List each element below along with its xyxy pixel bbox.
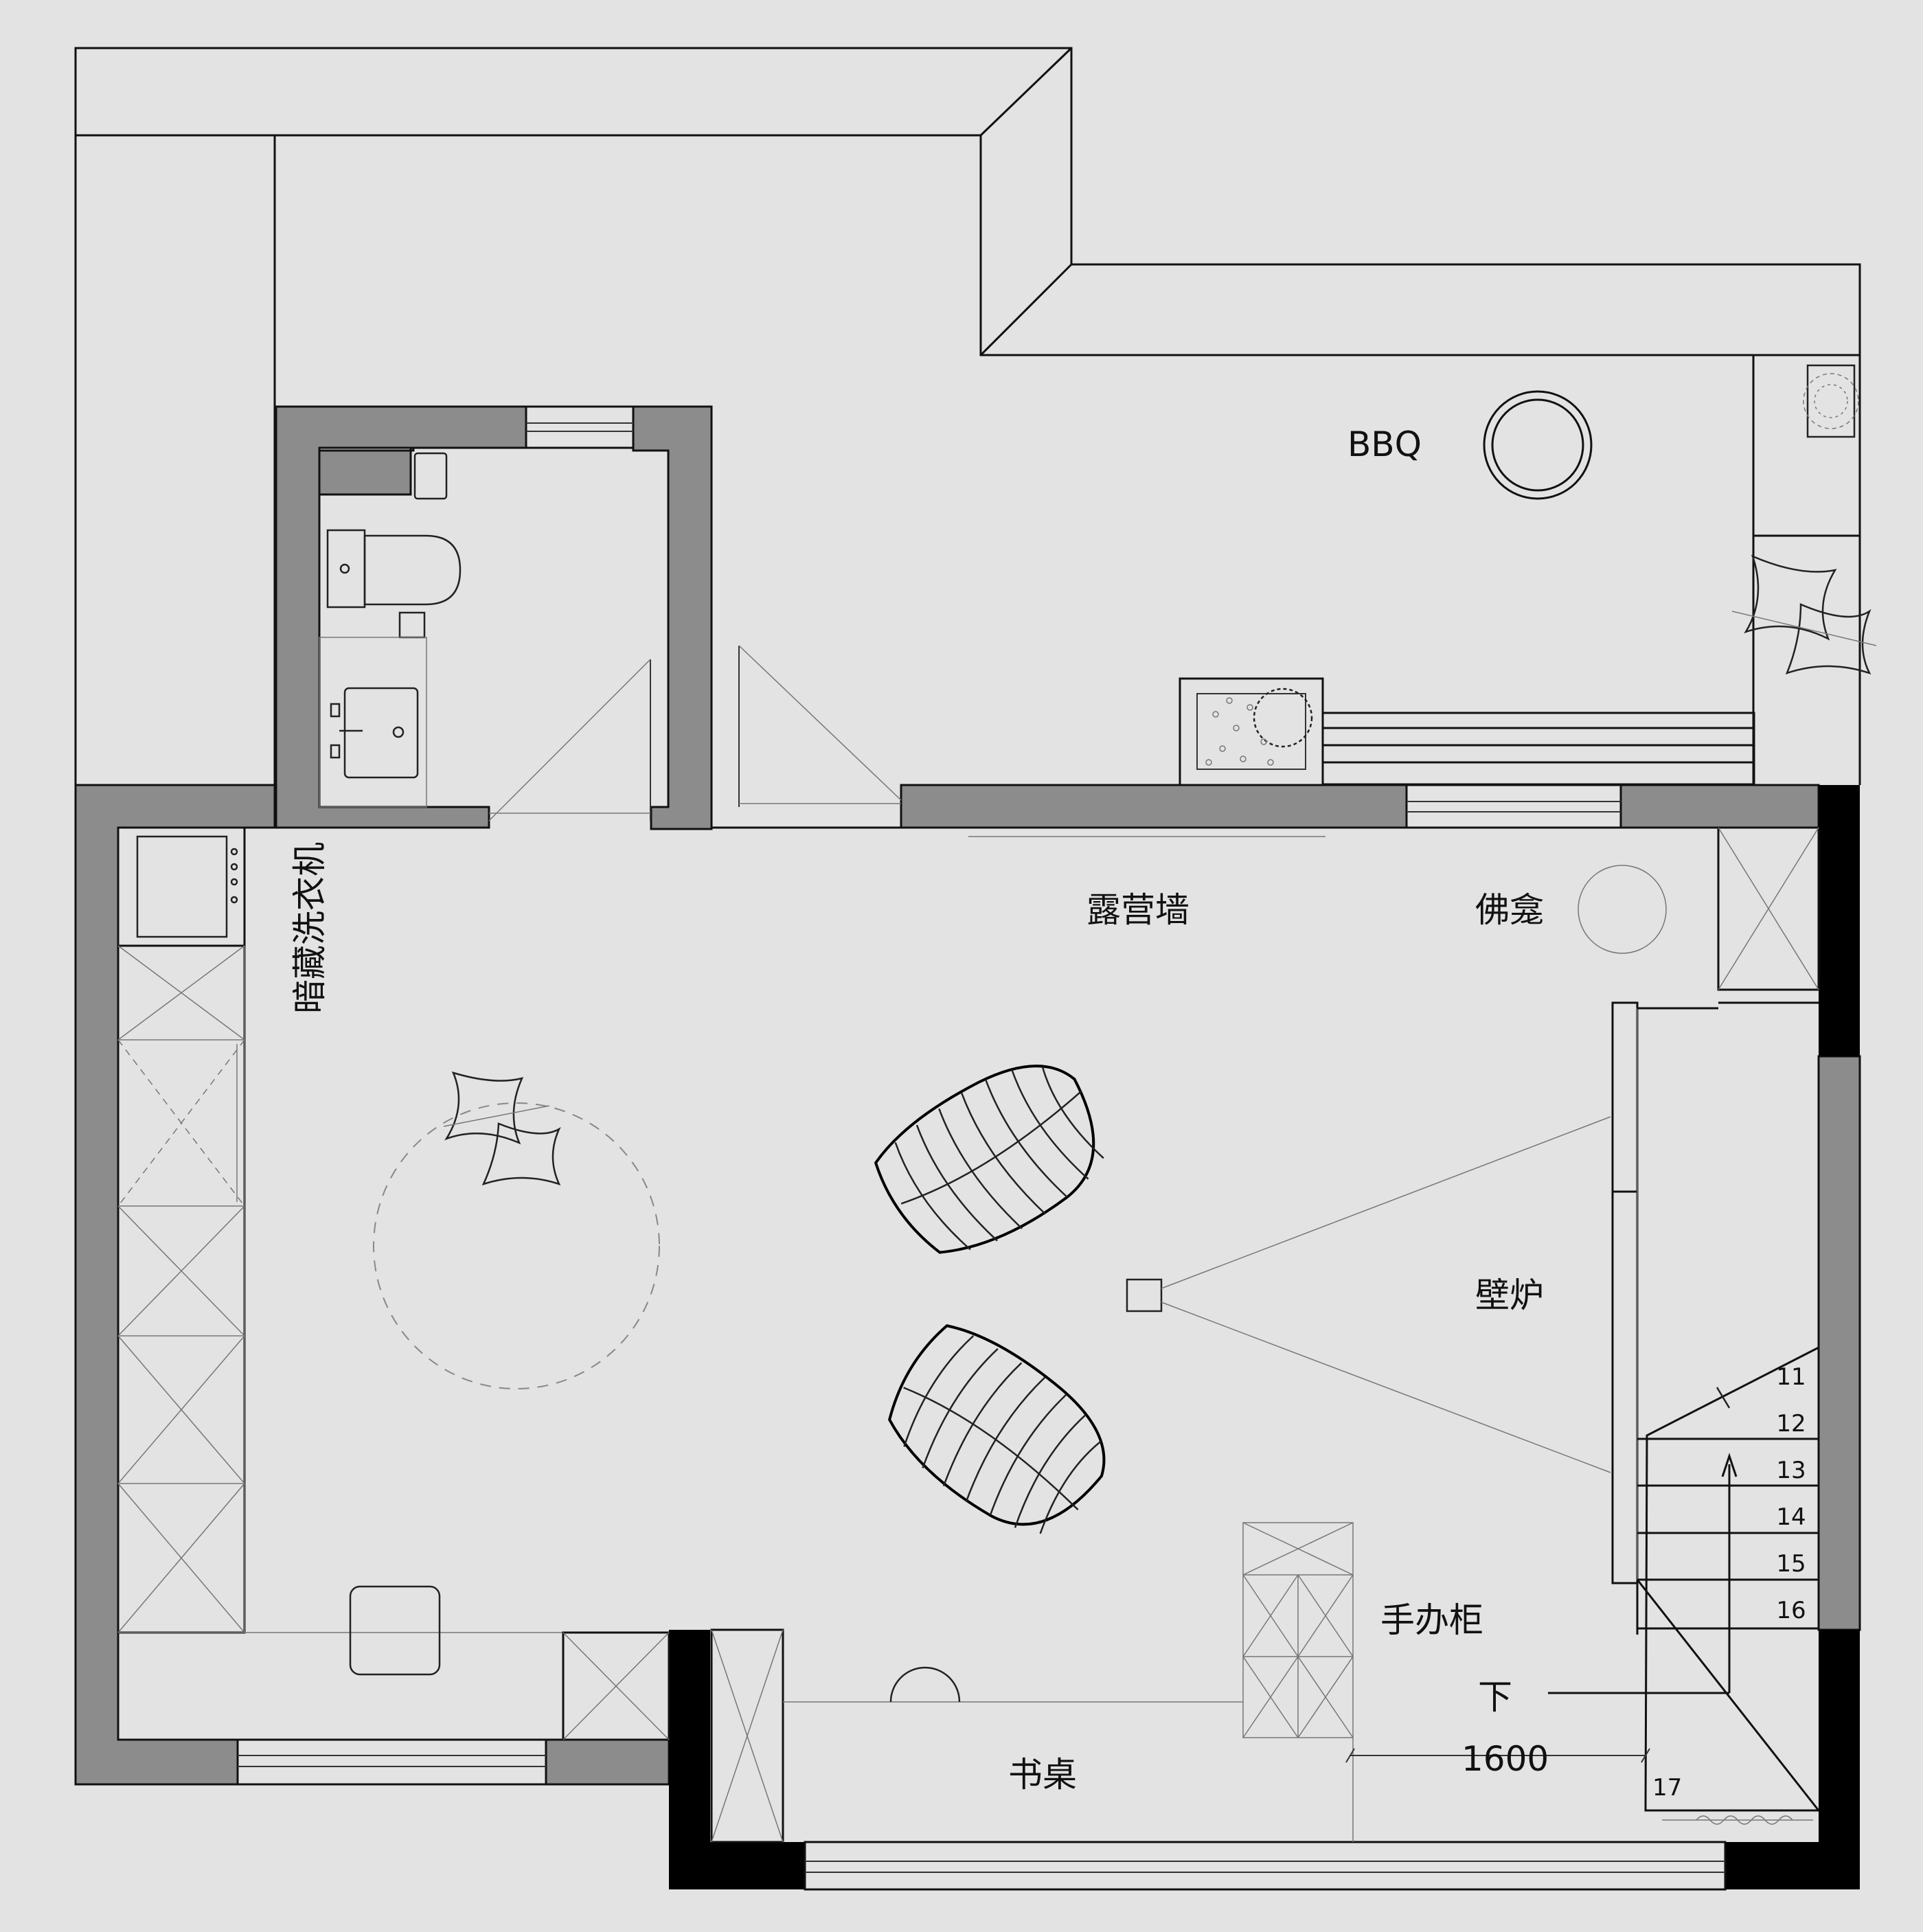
lounge-chair-1 xyxy=(874,1065,1104,1254)
stair-step-number: 14 xyxy=(1776,1503,1806,1531)
desk-label: 书桌 xyxy=(1008,1755,1077,1795)
shrine-label: 佛龛 xyxy=(1475,890,1544,930)
round-rug xyxy=(373,1102,660,1389)
planter-icon xyxy=(1803,364,1859,438)
plant-icon xyxy=(443,1071,561,1186)
projector-icon xyxy=(1126,1116,1611,1473)
plant-icon xyxy=(1731,554,1877,675)
stair-step-number: 16 xyxy=(1776,1597,1806,1624)
camp-wall-label: 露营墙 xyxy=(1086,890,1190,930)
figure-cabinet xyxy=(1242,1522,1354,1738)
washer-label: 暗藏洗衣机 xyxy=(290,842,330,1014)
bbq-grill-icon xyxy=(1483,390,1593,500)
main-room-walls xyxy=(74,784,1861,1889)
bathroom-fixtures xyxy=(319,452,651,821)
figure-cabinet-label: 手办柜 xyxy=(1380,1600,1483,1640)
fireplace-label: 壁炉 xyxy=(1475,1275,1544,1315)
toilet-icon xyxy=(326,529,462,609)
stair-step-number: 11 xyxy=(1776,1363,1806,1391)
terrace-door xyxy=(712,645,902,829)
staircase xyxy=(1548,1346,1820,1825)
shrine xyxy=(1578,826,1820,1004)
dimension-line xyxy=(1345,1748,1650,1763)
dimension-label: 1600 xyxy=(1461,1739,1549,1779)
window-bottom xyxy=(804,1841,1727,1891)
lounge-chair-2 xyxy=(888,1324,1106,1534)
sink-icon xyxy=(330,687,419,779)
stair-step-number: 13 xyxy=(1776,1457,1806,1484)
bottom-counter xyxy=(118,1585,670,1741)
stair-step-number: 12 xyxy=(1776,1410,1806,1437)
window-bottom-left xyxy=(236,1738,547,1786)
fireplace xyxy=(1611,1001,1718,1584)
left-cabinetry xyxy=(117,826,246,1634)
stair-step-number: 15 xyxy=(1776,1550,1806,1578)
bbq-label: BBQ xyxy=(1347,424,1422,464)
stairs-down-label: 下 xyxy=(1478,1677,1512,1717)
stair-landing-number: 17 xyxy=(1652,1774,1682,1802)
window-top xyxy=(1405,784,1622,829)
